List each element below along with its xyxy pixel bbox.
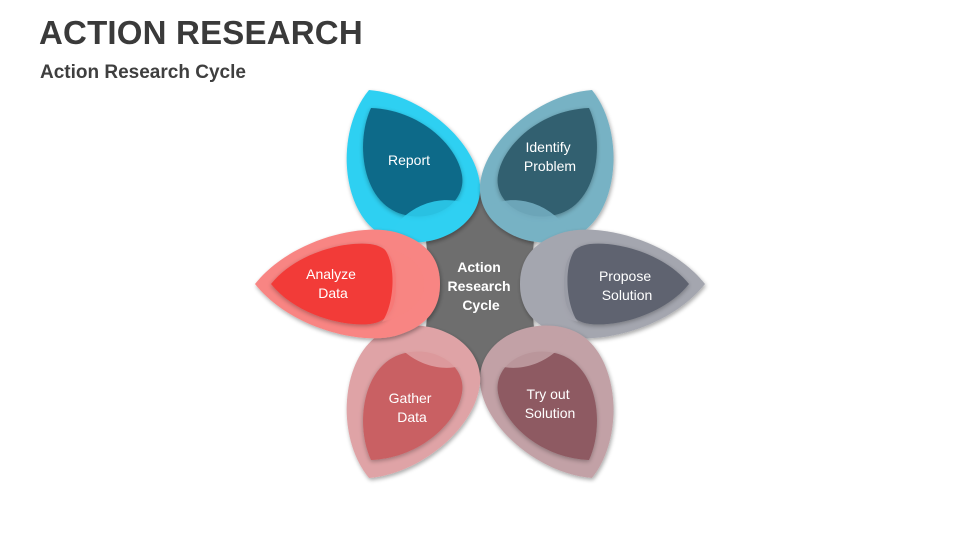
- petal-propose-solution: Propose Solution: [520, 229, 705, 339]
- center-hub-shape: [426, 186, 534, 382]
- petal-try-out-solution-overlay: [486, 326, 571, 368]
- petal-analyze-data-inner: [271, 243, 396, 325]
- petal-gather-data-inner: [363, 351, 463, 460]
- page-subtitle: Action Research Cycle: [40, 62, 246, 83]
- petal-try-out-solution: Try out Solution: [479, 325, 614, 478]
- petal-report: Report: [346, 90, 481, 243]
- petal-try-out-solution-inner: [497, 351, 597, 460]
- petal-identify-problem-label: Identify Problem: [524, 139, 576, 174]
- petal-gather-data-label: Gather Data: [389, 390, 436, 425]
- petal-propose-solution-label: Propose Solution: [599, 268, 655, 303]
- petal-report-overlay: [389, 200, 474, 242]
- petal-propose-solution-overlay: [536, 246, 578, 322]
- petal-analyze-data-overlay: [382, 246, 424, 322]
- petal-identify-problem-inner: [497, 108, 597, 217]
- petal-identify-problem: Identify Problem: [479, 90, 614, 243]
- petal-analyze-data-label: Analyze Data: [306, 266, 360, 301]
- petal-identify-problem-overlay: [486, 200, 571, 242]
- petal-report-label: Report: [388, 152, 430, 168]
- petal-gather-data: Gather Data: [346, 325, 481, 478]
- petal-analyze-data: Analyze Data: [255, 229, 440, 339]
- page-title: ACTION RESEARCH: [39, 14, 363, 51]
- petal-report-inner: [363, 108, 463, 217]
- petal-try-out-solution-label: Try out Solution: [525, 386, 576, 421]
- petal-propose-solution-inner: [564, 243, 689, 325]
- petal-gather-data-overlay: [389, 326, 474, 368]
- center-hub-label: Action Research Cycle: [448, 259, 515, 313]
